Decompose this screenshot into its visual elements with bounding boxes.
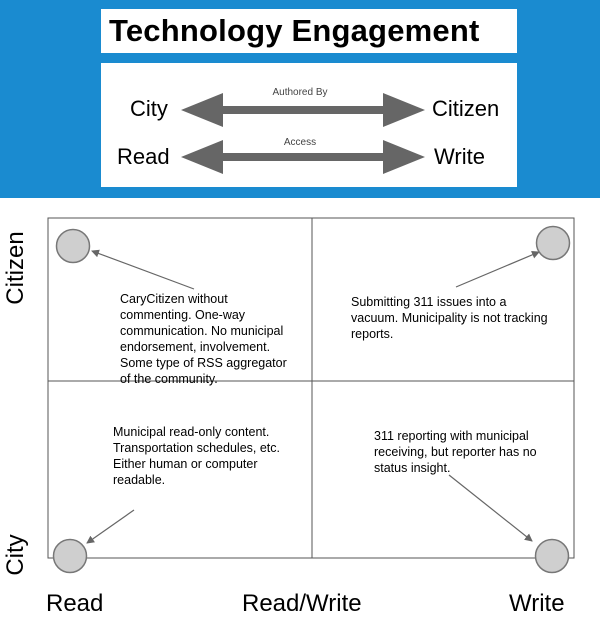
note-line: commenting. One-way <box>120 308 246 322</box>
note-line: Either human or computer <box>113 457 258 471</box>
x-axis-read-label: Read <box>46 590 104 617</box>
note-bottom-left: Municipal read-only content. Transportat… <box>113 424 308 488</box>
note-top-left: CaryCitizen without commenting. One-way … <box>120 291 310 387</box>
note-top-right: Submitting 311 issues into a vacuum. Mun… <box>351 294 573 342</box>
title-box: Technology Engagement <box>101 9 517 53</box>
connector-arrow-top-left <box>91 249 195 290</box>
note-line: Transportation schedules, etc. <box>113 441 280 455</box>
note-line: 311 reporting with municipal <box>374 429 529 443</box>
node-citizen-read <box>55 228 91 264</box>
access-double-arrow-icon <box>181 140 425 174</box>
connector-arrow-bottom-right <box>448 474 533 542</box>
note-line: status insight. <box>374 461 451 475</box>
y-axis-citizen-label: Citizen <box>2 231 29 305</box>
page-title: Technology Engagement <box>109 13 480 48</box>
connector-arrow-bottom-left <box>86 509 135 544</box>
legend-box: City Citizen Authored By Read Write Acce… <box>101 63 517 187</box>
legend-city-label: City <box>130 96 168 121</box>
note-line: readable. <box>113 473 166 487</box>
authored-by-double-arrow-icon <box>181 93 425 127</box>
connector-arrow-top-right <box>455 251 540 288</box>
note-line: receiving, but reporter has no <box>374 445 537 459</box>
node-citizen-write <box>535 225 571 261</box>
legend-write-label: Write <box>434 144 485 169</box>
note-line: CaryCitizen without <box>120 292 228 306</box>
node-city-read <box>52 538 88 574</box>
y-axis-city-label: City <box>2 534 29 576</box>
note-line: Submitting 311 issues into a <box>351 295 507 309</box>
note-line: of the community. <box>120 372 218 386</box>
note-line: Municipal read-only content. <box>113 425 270 439</box>
note-line: reports. <box>351 327 394 341</box>
quadrant-frame <box>47 217 575 559</box>
node-city-write <box>534 538 570 574</box>
x-axis-write-label: Write <box>509 590 565 617</box>
legend-citizen-label: Citizen <box>432 96 500 121</box>
note-line: endorsement, involvement. <box>120 340 271 354</box>
access-caption: Access <box>283 137 317 148</box>
x-axis-read-write-label: Read/Write <box>242 590 362 617</box>
authored-by-caption: Authored By <box>272 87 328 98</box>
note-line: communication. No municipal <box>120 324 284 338</box>
note-bottom-right: 311 reporting with municipal receiving, … <box>374 428 570 476</box>
note-line: Some type of RSS aggregator <box>120 356 287 370</box>
legend-read-label: Read <box>117 144 170 169</box>
note-line: vacuum. Municipality is not tracking <box>351 311 548 325</box>
